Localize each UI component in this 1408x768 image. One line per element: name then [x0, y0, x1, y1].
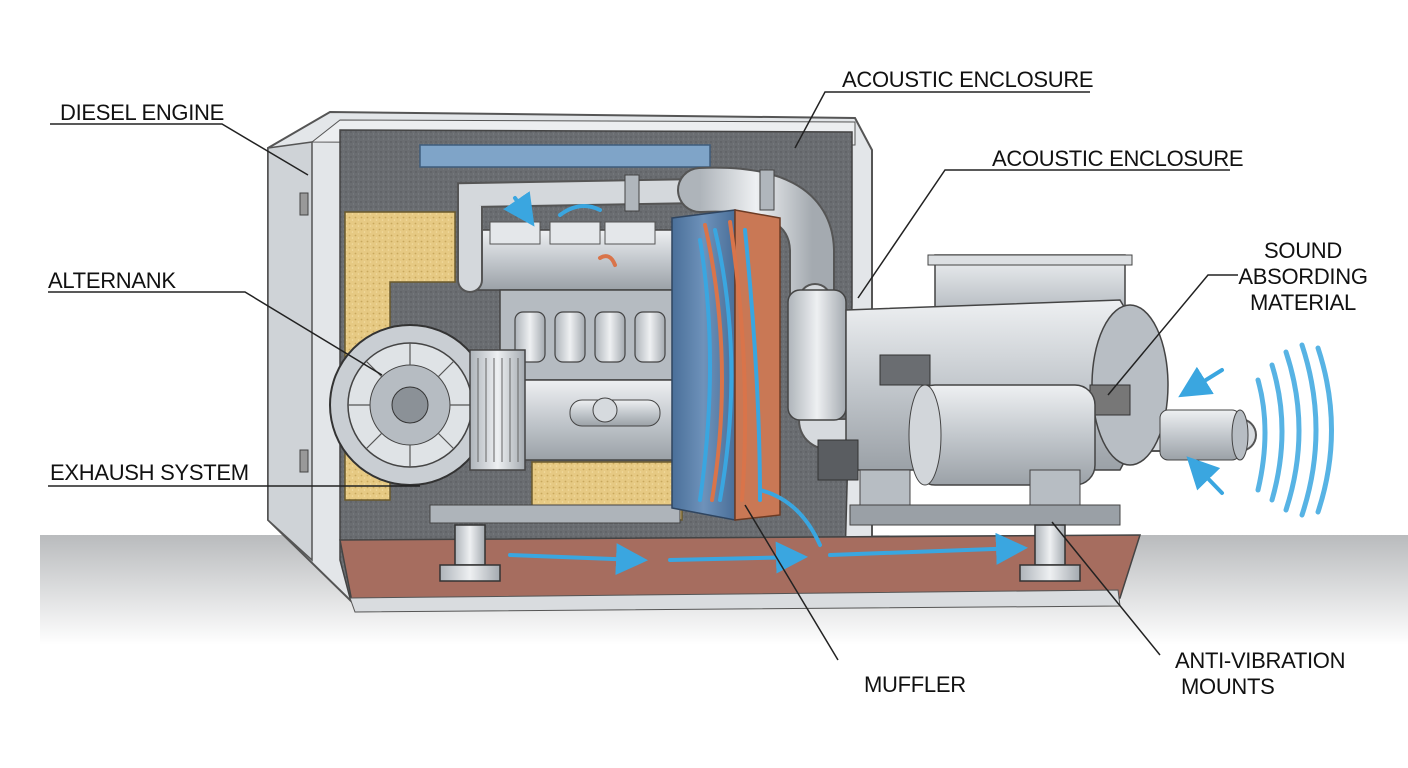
label-acoustic-enclosure-top: ACOUSTIC ENCLOSURE	[842, 67, 1094, 92]
label-anti-vibration-line-1: ANTI-VIBRATION	[1175, 648, 1346, 673]
generator-head	[817, 254, 1249, 526]
label-anti-vibration-line-2: MOUNTS	[1181, 674, 1275, 699]
label-alternator: ALTERNANK	[48, 268, 176, 293]
label-anti-vibration-mounts: ANTI-VIBRATION MOUNTS	[1175, 648, 1365, 700]
label-sound-line-1: SOUND	[1264, 238, 1342, 263]
leader-lines	[48, 91, 1238, 661]
alternator-unit	[329, 324, 526, 486]
label-sound-absorbing-material: SOUND ABSORDING MATERIAL	[1228, 238, 1378, 316]
label-exhaust-system: EXHAUSH SYSTEM	[50, 460, 249, 485]
anti-vibration-mounts	[439, 524, 1081, 582]
sound-arrows	[1178, 366, 1224, 495]
label-diesel-engine: DIESEL ENGINE	[60, 100, 225, 125]
label-sound-line-2: ABSORDING	[1238, 264, 1368, 289]
heat-flow	[598, 220, 748, 502]
label-acoustic-enclosure-side: ACOUSTIC ENCLOSURE	[992, 146, 1244, 171]
label-sound-line-3: MATERIAL	[1250, 290, 1356, 315]
sound-waves	[1255, 342, 1334, 518]
hinge	[299, 449, 309, 473]
label-muffler: MUFFLER	[864, 672, 966, 697]
airflow-arrows	[503, 191, 1028, 576]
catalytic-section	[787, 289, 847, 421]
hinge	[299, 192, 309, 216]
